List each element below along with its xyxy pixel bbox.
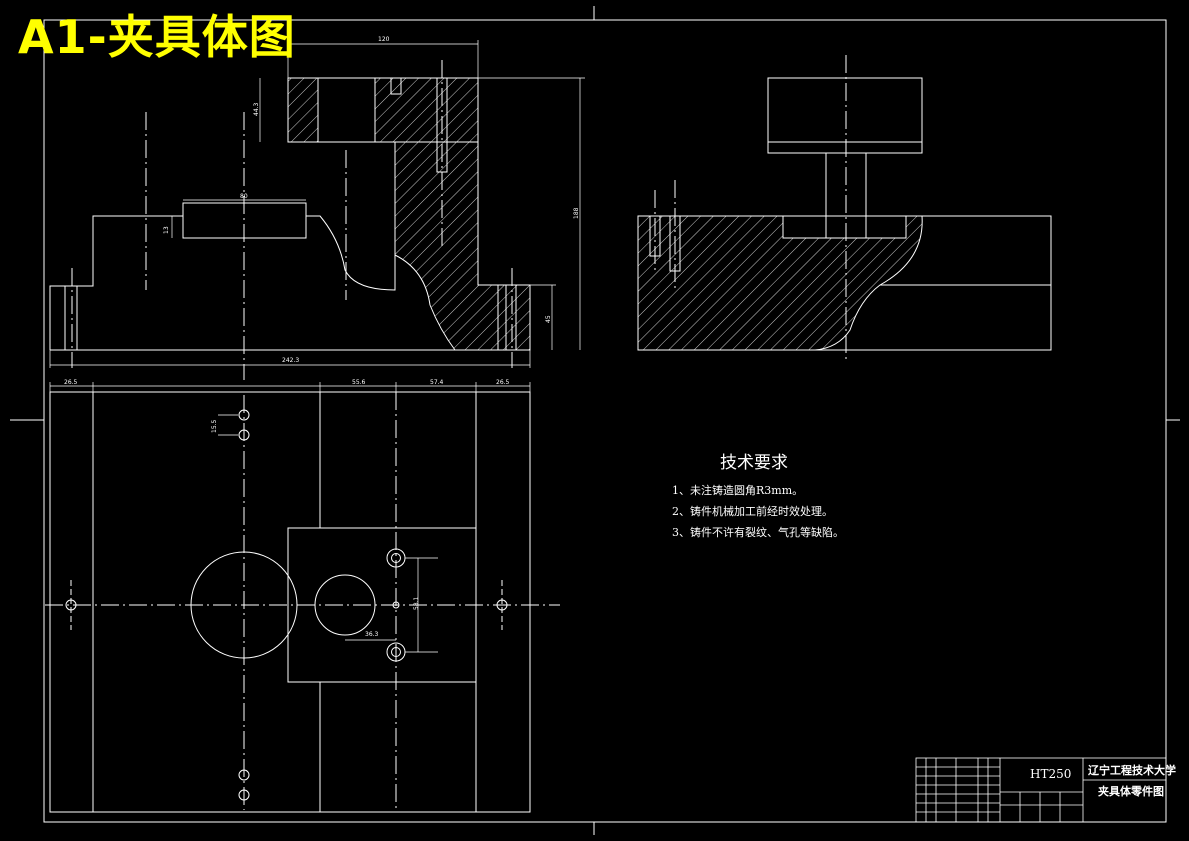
dim-plate-thickness: 44.3 (253, 102, 260, 116)
drawing-name: 夹具体零件图 (1098, 785, 1164, 798)
drawing-title: A1-夹具体图 (18, 10, 296, 64)
school-name: 辽宁工程技术大学 (1088, 764, 1176, 777)
dim-hole-pitch: 15.5 (211, 419, 218, 433)
dim-offset-x: 36.3 (365, 631, 379, 638)
dim-mid-b: 57.4 (430, 379, 444, 386)
tech-requirement-item: 3、铸件不许有裂纹、气孔等缺陷。 (672, 526, 844, 539)
dim-total-height: 188 (573, 207, 580, 219)
dim-offset-y: 58.1 (413, 596, 420, 610)
material-label: HT250 (1030, 767, 1072, 781)
dim-slot-depth: 13 (163, 226, 170, 234)
dim-base-height: 45 (545, 315, 552, 323)
sheet-border (10, 6, 1180, 835)
dim-left-strip: 26.5 (64, 379, 78, 386)
tech-requirement-item: 1、未注铸造圆角R3mm。 (672, 484, 804, 497)
top-view (45, 382, 560, 813)
dim-slot-width: 80 (240, 193, 248, 200)
title-block (915, 757, 1167, 823)
dim-mid-a: 55.6 (352, 379, 366, 386)
front-section-view (49, 40, 585, 380)
side-section-view (637, 55, 1052, 360)
dimension-labels: 120 80 13 44.3 188 45 242.3 26.5 55.6 57… (64, 36, 580, 638)
dim-overall-length: 242.3 (282, 357, 299, 364)
dim-top-width: 120 (378, 36, 390, 43)
dim-right-strip: 26.5 (496, 379, 510, 386)
tech-requirement-item: 2、铸件机械加工前经时效处理。 (672, 505, 833, 518)
tech-requirements-heading: 技术要求 (720, 453, 788, 473)
